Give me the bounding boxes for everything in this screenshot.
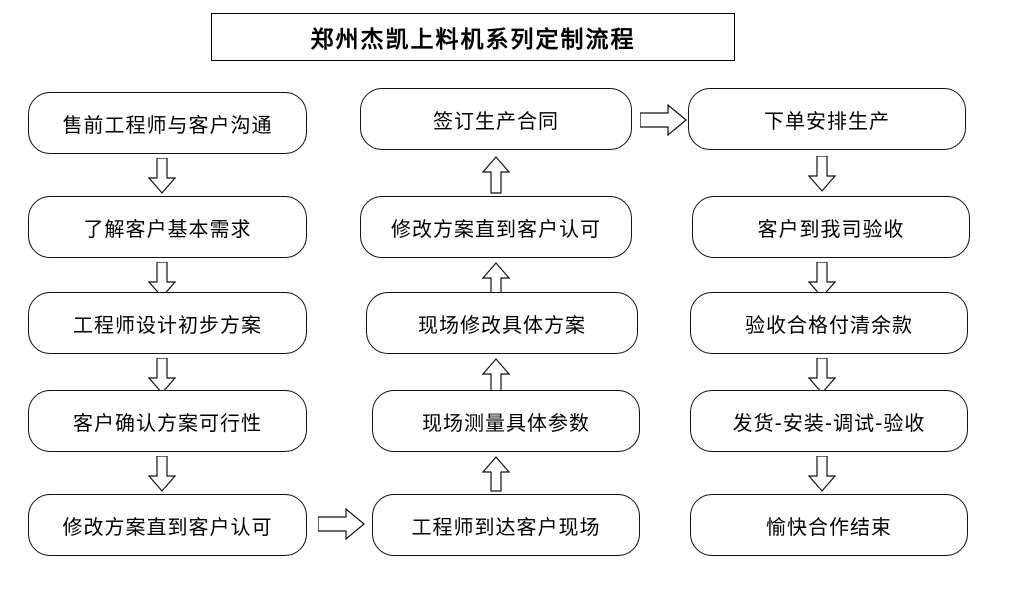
node-middle-5[interactable]: 工程师到达客户现场 <box>372 494 640 556</box>
arrow-right-4-5 <box>808 456 836 492</box>
node-right-4[interactable]: 发货-安装-调试-验收 <box>690 390 968 452</box>
node-right-2[interactable]: 客户到我司验收 <box>692 196 970 258</box>
node-left-4[interactable]: 客户确认方案可行性 <box>28 390 307 452</box>
arrow-right-2-3 <box>808 262 836 298</box>
arrow-middle-4-3 <box>482 358 510 394</box>
arrow-middle-2-1 <box>482 156 510 194</box>
arrow-left-bottom-to-middle-bottom <box>318 508 366 540</box>
diagram-title-box: 郑州杰凯上料机系列定制流程 <box>211 13 735 61</box>
arrow-middle-top-to-right-top <box>640 104 688 136</box>
arrow-left-2-3 <box>148 262 176 298</box>
arrow-left-4-5 <box>148 456 176 492</box>
node-left-3[interactable]: 工程师设计初步方案 <box>28 292 307 354</box>
node-middle-3[interactable]: 现场修改具体方案 <box>366 292 638 354</box>
arrow-right-1-2 <box>808 156 836 192</box>
arrow-left-1-2 <box>148 158 176 194</box>
node-right-5[interactable]: 愉快合作结束 <box>690 494 968 556</box>
node-right-1[interactable]: 下单安排生产 <box>688 88 966 150</box>
node-left-5[interactable]: 修改方案直到客户认可 <box>28 494 307 556</box>
arrow-middle-5-4 <box>482 456 510 492</box>
diagram-title: 郑州杰凯上料机系列定制流程 <box>310 26 636 53</box>
node-middle-2[interactable]: 修改方案直到客户认可 <box>360 196 632 258</box>
node-left-1[interactable]: 售前工程师与客户沟通 <box>28 92 307 154</box>
arrow-left-3-4 <box>148 358 176 394</box>
node-left-2[interactable]: 了解客户基本需求 <box>28 196 307 258</box>
arrow-right-3-4 <box>808 358 836 394</box>
node-right-3[interactable]: 验收合格付清余款 <box>690 292 968 354</box>
node-middle-1[interactable]: 签订生产合同 <box>360 88 632 150</box>
node-middle-4[interactable]: 现场测量具体参数 <box>372 390 640 452</box>
